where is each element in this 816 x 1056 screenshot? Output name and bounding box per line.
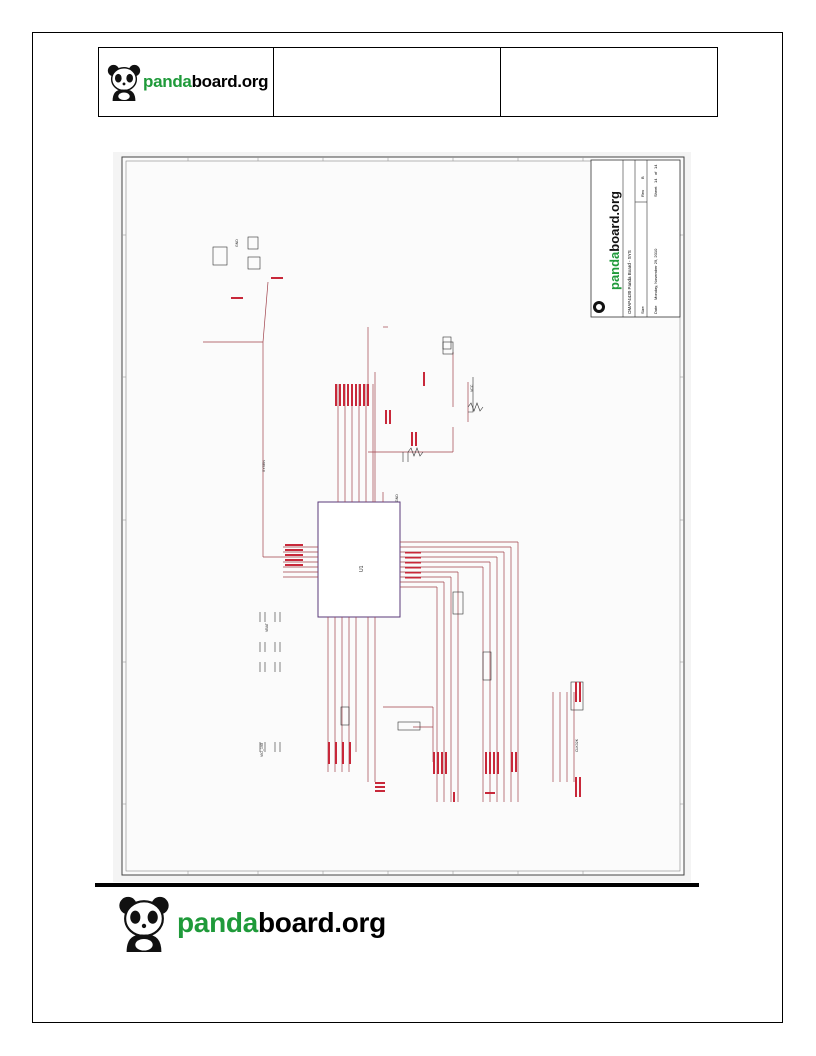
schematic-drawing: pandaboard.org OMAP4430 Panda Board - SY… [121, 156, 685, 876]
header-cell-right [501, 48, 717, 116]
title-block-sheet-total: 14 [653, 164, 658, 169]
title-block-date: Monday, November 29, 2010 [653, 248, 658, 300]
schematic-components [212, 236, 584, 752]
net-label-vcc: VCC [470, 384, 474, 392]
title-block-rev: B [640, 176, 645, 179]
main-ic-label: U1 [359, 565, 365, 572]
net-label-gnd: GND [235, 239, 239, 247]
header-table: pandaboard.org [98, 47, 718, 117]
panda-logo-icon [107, 64, 141, 101]
title-block-size-label: Size [640, 305, 645, 314]
net-label-blocks [231, 277, 581, 802]
net-label-vbat: VBAT [265, 622, 269, 632]
footer-logo: pandaboard.org [115, 893, 386, 953]
header-logo-text: pandaboard.org [143, 72, 269, 91]
header-cell-middle [274, 48, 501, 116]
footer-logo-text: pandaboard.org [177, 907, 386, 938]
net-label-sysen: SYSEN [262, 460, 266, 472]
main-ic: U1 [317, 501, 401, 618]
header-logo-cell: pandaboard.org [99, 48, 274, 116]
net-label-gnd-2: GND [395, 494, 399, 502]
schematic-image: pandaboard.org OMAP4430 Panda Board - SY… [113, 152, 691, 882]
title-block-date-label: Date [653, 305, 658, 314]
title-block: pandaboard.org OMAP4430 Panda Board - SY… [590, 159, 681, 318]
title-block-sheet: 14 [653, 178, 658, 183]
net-label-vio-1v8: VIO_1V8 [260, 743, 264, 757]
net-text-labels: SYSEN GND VBAT VIO_1V8 CLK32K GND VCC [235, 239, 579, 757]
title-block-rev-label: Rev [640, 190, 645, 197]
footer-divider [95, 883, 699, 887]
panda-logo-icon [119, 896, 169, 952]
title-block-of-label: of [653, 171, 658, 175]
title-block-title: OMAP4430 Panda Board - SYS [627, 250, 632, 314]
title-block-sheet-label: Sheet [653, 186, 658, 197]
page-border [32, 32, 783, 1023]
title-block-logo-text: pandaboard.org [607, 191, 622, 290]
net-label-clk32k: CLK32K [575, 738, 579, 752]
